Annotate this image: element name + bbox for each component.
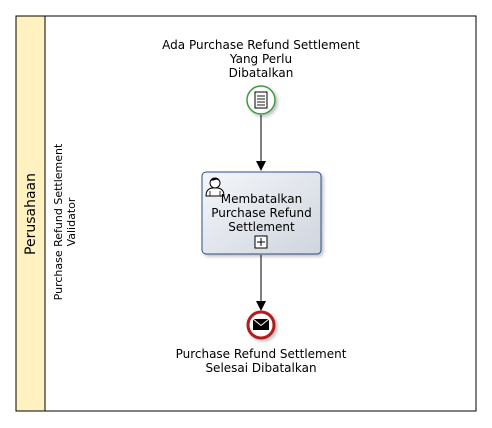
- start-event-label-line3: Dibatalkan: [228, 66, 294, 80]
- task-label-line3: Settlement: [228, 220, 295, 234]
- lane-name-line2: Validator: [65, 197, 78, 247]
- lane-name: Purchase Refund Settlement Validator: [52, 122, 78, 322]
- user-icon: [205, 177, 225, 197]
- pool-header: [15, 15, 46, 412]
- pool-name: Perusahaan: [23, 173, 39, 255]
- task-label-line2: Purchase Refund: [211, 206, 312, 220]
- task-label: Membatalkan Purchase Refund Settlement: [202, 192, 321, 234]
- end-event-label: Purchase Refund Settlement Selesai Dibat…: [151, 347, 371, 375]
- lane-name-line1: Purchase Refund Settlement: [52, 143, 65, 301]
- start-event-label-line2: Yang Perlu: [229, 52, 293, 66]
- start-event-label: Ada Purchase Refund Settlement Yang Perl…: [151, 38, 371, 80]
- plus-marker-icon[interactable]: [254, 235, 268, 249]
- start-event-label-line1: Ada Purchase Refund Settlement: [162, 38, 360, 52]
- task-label-line1: Membatalkan: [220, 192, 303, 206]
- document-icon: [254, 91, 268, 109]
- end-event-label-line1: Purchase Refund Settlement: [175, 347, 347, 361]
- end-event-label-line2: Selesai Dibatalkan: [205, 361, 317, 375]
- task-box[interactable]: [201, 171, 322, 255]
- envelope-icon: [252, 318, 270, 330]
